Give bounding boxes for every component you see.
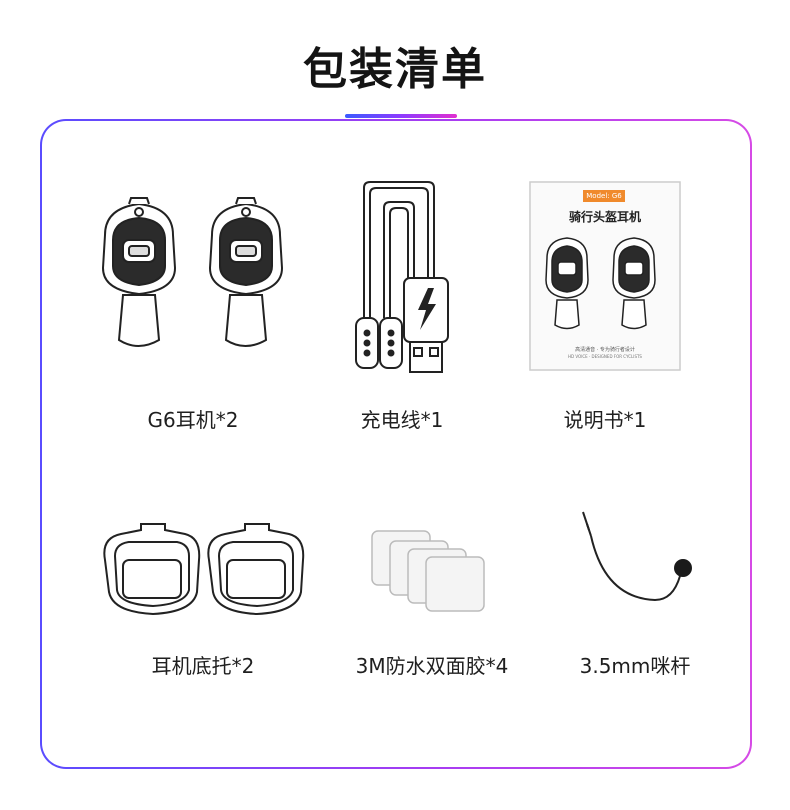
earphones-icon <box>83 190 303 390</box>
manual-footer-line1: 高清通音 · 专为骑行者设计 <box>575 347 635 353</box>
item-label: 充电线*1 <box>360 408 444 432</box>
microphone-boom-icon <box>525 508 745 708</box>
manual-title: 骑行头盔耳机 <box>568 210 641 224</box>
page-title: 包装清单 <box>303 44 487 95</box>
item-label: 3.5mm咪杆 <box>579 654 691 678</box>
item-label: 耳机底托*2 <box>151 654 255 678</box>
item-label: G6耳机*2 <box>147 408 239 432</box>
item-label: 说明书*1 <box>563 408 647 432</box>
item-label: 3M防水双面胶*4 <box>355 654 509 678</box>
adhesive-pads-icon <box>322 527 542 727</box>
manual-icon: Model: G6 骑行头盔耳机 高清通音 · 专为骑行者设计 HD VOICE… <box>495 180 715 380</box>
charging-cable-icon <box>292 178 512 378</box>
title-underline <box>345 114 457 118</box>
manual-model-tag: Model: G6 <box>586 192 622 200</box>
manual-footer-line2: HD VOICE · DESIGNED FOR CYCLISTS <box>568 354 642 359</box>
earphone-base-icon <box>93 520 313 720</box>
